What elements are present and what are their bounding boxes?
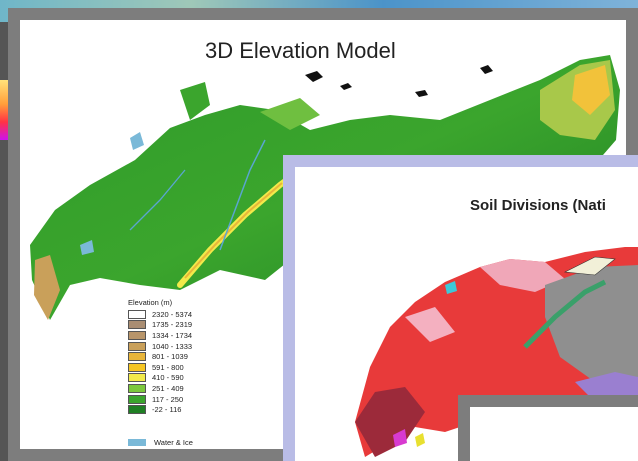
- water-legend: Water & Ice: [128, 438, 193, 447]
- legend-row: 1735 - 2319: [128, 320, 192, 331]
- legend-swatch: [128, 309, 146, 319]
- soil-yellow: [415, 433, 425, 447]
- background-legend-fragment: [0, 80, 8, 140]
- novaya-zemlya: [180, 82, 210, 120]
- soil-north-pink: [480, 259, 565, 292]
- arctic-islands: [305, 65, 493, 97]
- legend-label: -22 - 116: [152, 405, 182, 415]
- legend-label: 2320 - 5374: [152, 309, 193, 319]
- legend-label: 117 - 250: [152, 394, 184, 404]
- background-left: [0, 22, 8, 461]
- legend-label: 801 - 1039: [152, 352, 188, 362]
- soil-green-band: [523, 279, 607, 349]
- soil-magenta: [393, 429, 407, 447]
- legend-row: 410 - 590: [128, 373, 192, 384]
- soil-south-brown: [355, 387, 425, 457]
- legend-label: 591 - 800: [152, 362, 184, 372]
- water-swatch: [128, 439, 146, 446]
- legend-swatch: [128, 373, 146, 383]
- legend-swatch: [128, 394, 146, 404]
- legend-swatch: [128, 330, 146, 340]
- legend-label: 410 - 590: [152, 373, 184, 383]
- river-2: [129, 169, 186, 231]
- legend-title: Elevation (m): [128, 298, 173, 307]
- taymyr: [260, 98, 320, 130]
- river-1: [219, 139, 266, 251]
- legend-swatch: [128, 362, 146, 372]
- soil-lightpink: [405, 307, 455, 342]
- legend-label: 1040 - 1333: [152, 341, 193, 351]
- legend-swatch: [128, 352, 146, 362]
- ural-ridge-core: [184, 182, 283, 279]
- soil-cyan: [445, 281, 457, 294]
- legend-label: 251 - 409: [152, 383, 184, 393]
- third-panel: [458, 395, 638, 461]
- elevation-title: 3D Elevation Model: [205, 38, 396, 63]
- legend-swatch: [128, 405, 146, 415]
- legend-swatch: [128, 341, 146, 351]
- legend-row: 1334 - 1734: [128, 330, 192, 341]
- legend-label: 1735 - 2319: [152, 320, 193, 330]
- soil-east-grey: [545, 265, 638, 387]
- east-peaks: [572, 65, 610, 115]
- legend-row: 117 - 250: [128, 394, 192, 405]
- lake-2: [80, 240, 94, 255]
- legend-swatch: [128, 383, 146, 393]
- legend-label: 1334 - 1734: [152, 330, 193, 340]
- caucasus: [34, 255, 60, 320]
- water-label: Water & Ice: [154, 438, 193, 447]
- legend-row: 1040 - 1333: [128, 341, 192, 352]
- lake: [130, 132, 144, 150]
- soil-title: Soil Divisions (Nati: [470, 197, 606, 214]
- legend-row: 591 - 800: [128, 362, 192, 373]
- legend-row: 251 - 409: [128, 383, 192, 394]
- legend-row: -22 - 116: [128, 404, 192, 415]
- legend-row: 801 - 1039: [128, 351, 192, 362]
- legend-row: 2320 - 5374: [128, 309, 192, 320]
- legend-swatch: [128, 320, 146, 330]
- soil-purple: [575, 372, 638, 402]
- soil-arctic-island: [563, 256, 616, 276]
